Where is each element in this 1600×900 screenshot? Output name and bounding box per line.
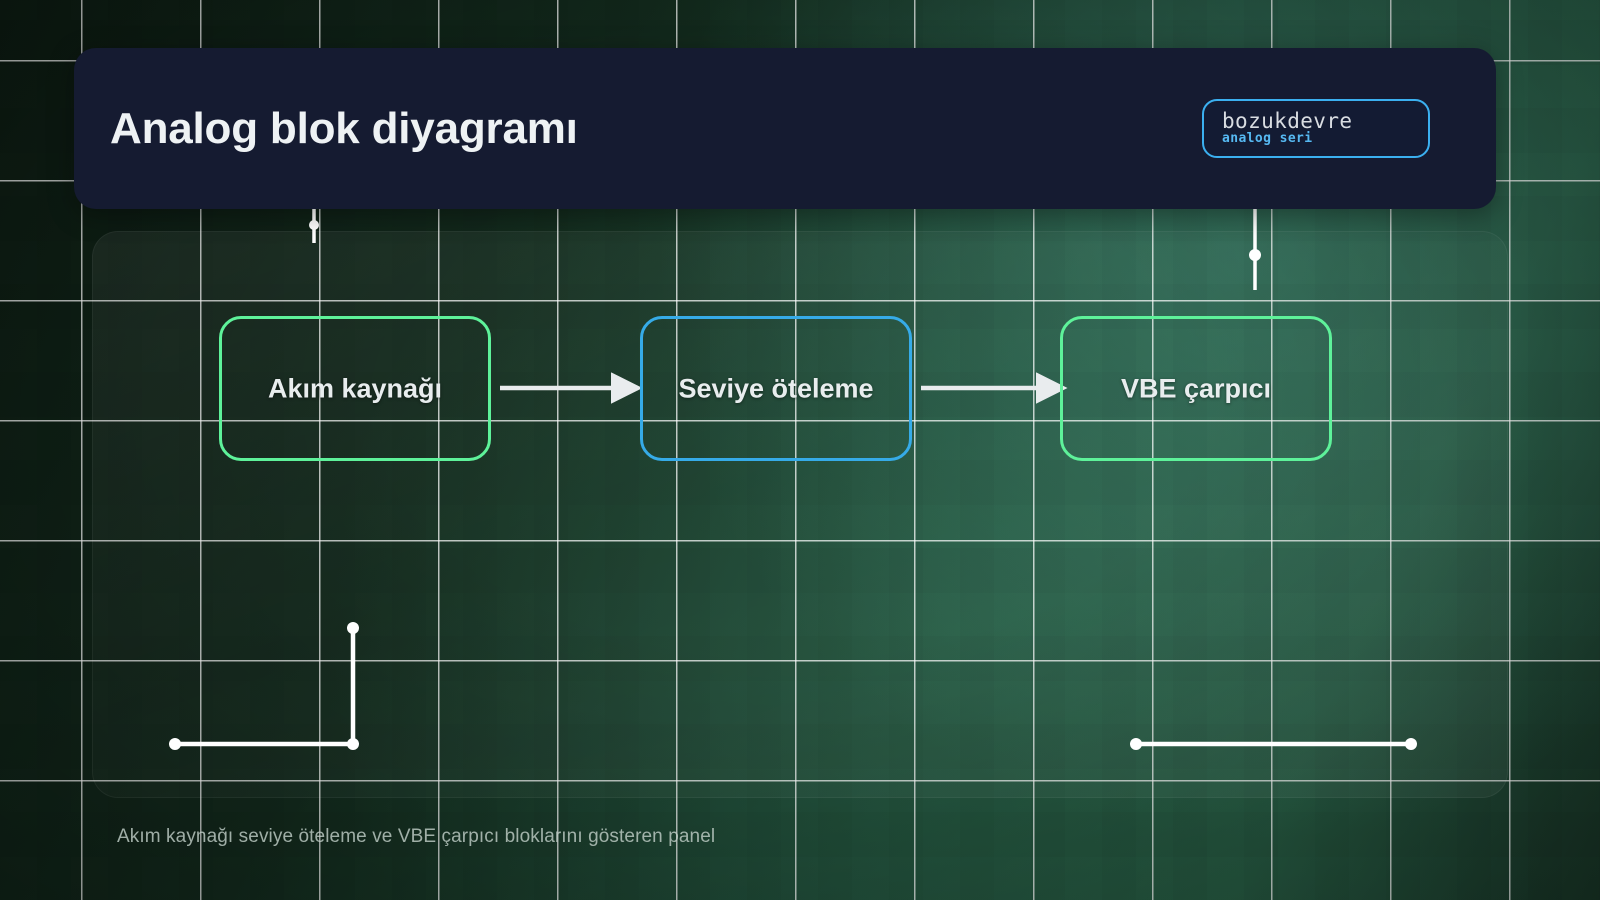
diagram-block-current-source[interactable]: Akım kaynağı (219, 316, 491, 461)
diagram-block-level-shift[interactable]: Seviye öteleme (640, 316, 912, 461)
header-bar: Analog blok diyagramı bozukdevre analog … (74, 48, 1496, 209)
diagram-block-label: Seviye öteleme (678, 373, 874, 403)
page-title: Analog blok diyagramı (110, 103, 578, 153)
panel-caption: Akım kaynağı seviye öteleme ve VBE çarpı… (117, 826, 716, 847)
brand-badge-subtitle: analog seri (1222, 130, 1313, 146)
diagram-block-label: VBE çarpıcı (1120, 373, 1272, 403)
diagram-block-label: Akım kaynağı (267, 373, 443, 403)
brand-badge[interactable]: bozukdevre analog seri (1202, 98, 1430, 159)
diagram-block-vbe-multiplier[interactable]: VBE çarpıcı (1060, 316, 1332, 461)
brand-badge-name: bozukdevre (1222, 108, 1353, 133)
